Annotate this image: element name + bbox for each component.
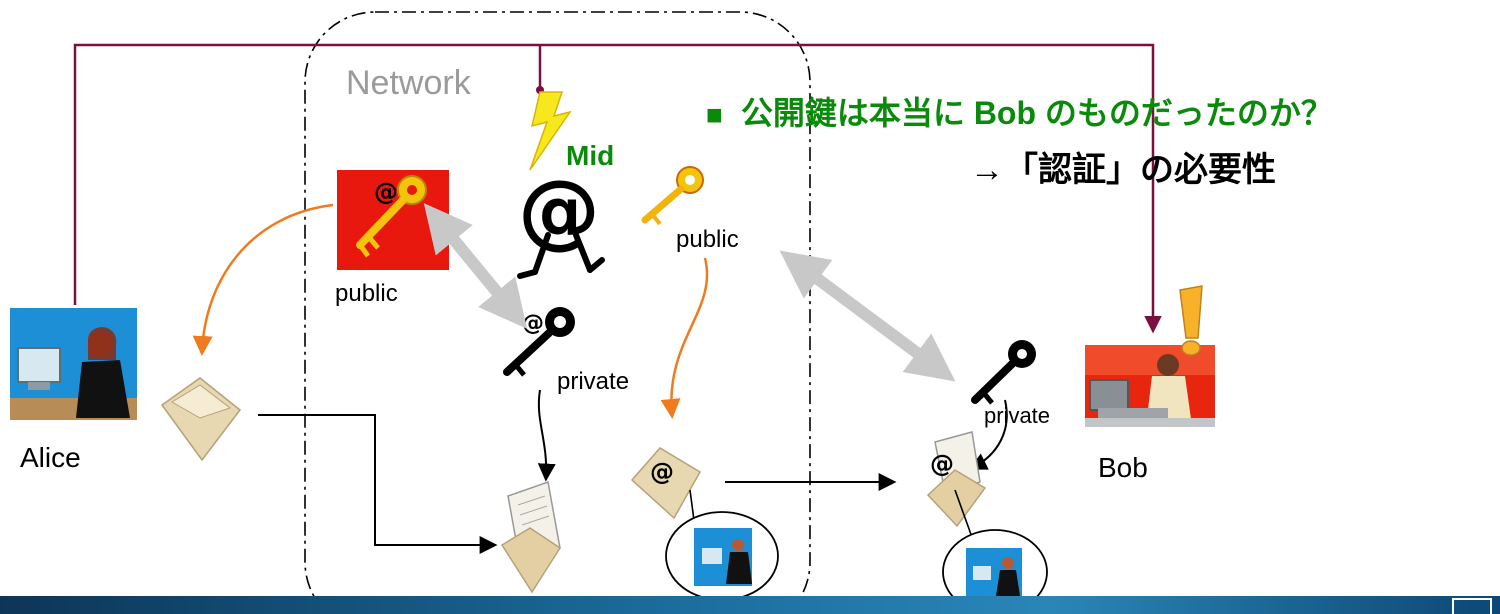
center-private-key-icon: @ [503, 307, 575, 377]
left-public-key-label: public [335, 280, 398, 307]
center-public-key-icon [641, 166, 704, 226]
slide-footer-bar [0, 596, 1500, 614]
alice-name: Alice [20, 442, 81, 473]
speech-bubble-center [665, 489, 779, 601]
document-envelope-icon [500, 481, 562, 594]
wire-line [73, 43, 1162, 334]
bob-private-key-label: private [984, 403, 1051, 428]
middleman-at-character: @ [517, 163, 605, 279]
lightning-icon [529, 91, 572, 171]
bob-private-key-icon [971, 340, 1036, 405]
alice-picture [10, 308, 137, 420]
svg-text:@: @ [650, 458, 674, 486]
bob-key-to-envelope-arrow [968, 399, 1008, 470]
bob-picture [1085, 345, 1215, 427]
question-line: ■ 公開鍵は本当に Bob のものだったのか？ [706, 88, 1333, 134]
exclamation-icon [1179, 285, 1203, 356]
network-title: Network [346, 64, 471, 102]
alice-to-document-arrow [258, 414, 498, 554]
center-private-key-label: private [557, 368, 630, 395]
private-key-to-document-arrow [537, 389, 556, 482]
middleman-label: Mid [566, 140, 615, 171]
question-bullet: ■ [706, 99, 723, 130]
speech-bubble-bob [942, 489, 1048, 614]
mid-envelope-icon: @ [630, 447, 702, 520]
svg-text:@: @ [518, 163, 600, 258]
grey-double-arrow-right [779, 250, 956, 382]
footer-logo-mark [1452, 598, 1492, 614]
svg-text:@: @ [522, 311, 544, 336]
grey-double-arrow-left [423, 203, 528, 329]
orange-arrow-left [192, 203, 334, 356]
bob-envelope-icon: @ [926, 431, 987, 528]
center-public-key-label: public [676, 226, 739, 253]
svg-text:@: @ [374, 178, 398, 206]
bob-name: Bob [1098, 452, 1148, 483]
svg-text:@: @ [930, 450, 954, 478]
left-public-key-icon: @ [337, 170, 449, 270]
question-text: 公開鍵は本当に Bob のものだったのか？ [740, 95, 1333, 131]
alice-envelope-icon [160, 377, 242, 462]
orange-arrow-center [660, 257, 709, 419]
conclusion-text: →「認証」の必要性 [970, 151, 1276, 189]
